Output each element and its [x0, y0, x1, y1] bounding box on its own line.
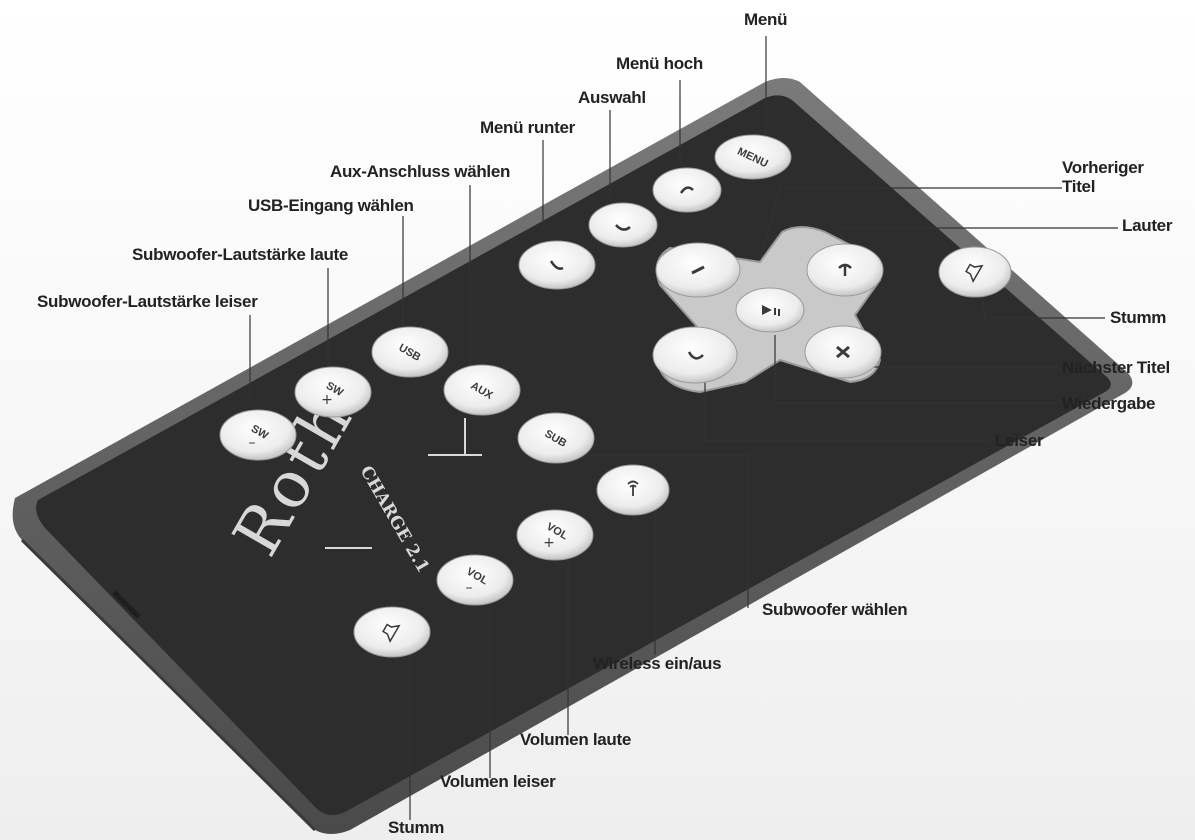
dpad-play-button[interactable]	[735, 287, 805, 333]
label-menu: Menü	[744, 10, 788, 29]
minus-icon: –	[466, 580, 473, 596]
speaker-mute-icon	[382, 623, 401, 644]
label-aux-select: Aux-Anschluss wählen	[330, 162, 511, 181]
menu-down-button[interactable]	[518, 240, 596, 290]
dpad-next-button[interactable]	[804, 325, 882, 379]
dpad-quieter-button[interactable]	[652, 326, 738, 384]
vol-minus-button[interactable]: VOL –	[436, 554, 514, 606]
label-vol-up: Volumen laute	[520, 730, 632, 749]
label-menu-down: Menü runter	[480, 118, 575, 137]
louder-icon	[838, 263, 852, 276]
label-wireless: Wireless ein/aus	[593, 654, 722, 673]
label-next-track: Nächster Titel	[1062, 358, 1170, 377]
quieter-icon	[687, 351, 704, 360]
menu-up-button[interactable]	[652, 167, 722, 213]
label-sw-up: Subwoofer-Lautstärke laute	[132, 245, 349, 264]
next-track-icon	[836, 345, 850, 359]
minus-icon: –	[249, 435, 256, 451]
aux-button[interactable]: AUX	[443, 364, 521, 416]
vol-plus-button[interactable]: VOL +	[516, 509, 594, 561]
sub-button[interactable]: SUB	[517, 412, 595, 464]
arrow-down-icon	[549, 260, 564, 270]
prev-track-icon	[691, 265, 705, 275]
wireless-button[interactable]	[596, 464, 670, 516]
label-mute-bottom: Stumm	[388, 818, 445, 837]
select-button[interactable]	[588, 202, 658, 248]
callout-lines	[249, 36, 1118, 820]
select-icon	[615, 224, 631, 231]
arrow-up-icon	[679, 186, 694, 194]
wireless-icon	[627, 480, 639, 496]
mute-top-button[interactable]	[938, 246, 1012, 298]
play-pause-icon	[762, 305, 780, 316]
label-quieter: Leiser	[995, 431, 1044, 450]
plus-icon: +	[321, 392, 333, 408]
dpad-louder-button[interactable]	[806, 243, 884, 297]
menu-button[interactable]: MENU	[714, 134, 792, 180]
speaker-mute-icon	[965, 263, 984, 284]
usb-button[interactable]: USB	[371, 326, 449, 378]
label-vol-down: Volumen leiser	[440, 772, 556, 791]
sw-plus-button[interactable]: SW +	[294, 366, 372, 418]
label-mute-top: Stumm	[1110, 308, 1167, 327]
label-play: Wiedergabe	[1062, 394, 1156, 413]
mute-bottom-button[interactable]	[353, 606, 431, 658]
plus-icon: +	[543, 535, 555, 551]
label-usb-select: USB-Eingang wählen	[248, 196, 414, 215]
label-menu-up: Menü hoch	[616, 54, 704, 73]
label-sub-select: Subwoofer wählen	[762, 600, 908, 619]
sw-minus-button[interactable]: SW –	[219, 409, 297, 461]
label-prev-track: Vorheriger Titel	[1062, 158, 1144, 196]
dpad-prev-button[interactable]	[655, 242, 741, 298]
label-select: Auswahl	[578, 88, 646, 107]
label-sw-down: Subwoofer-Lautstärke leiser	[37, 292, 258, 311]
label-louder: Lauter	[1122, 216, 1173, 235]
